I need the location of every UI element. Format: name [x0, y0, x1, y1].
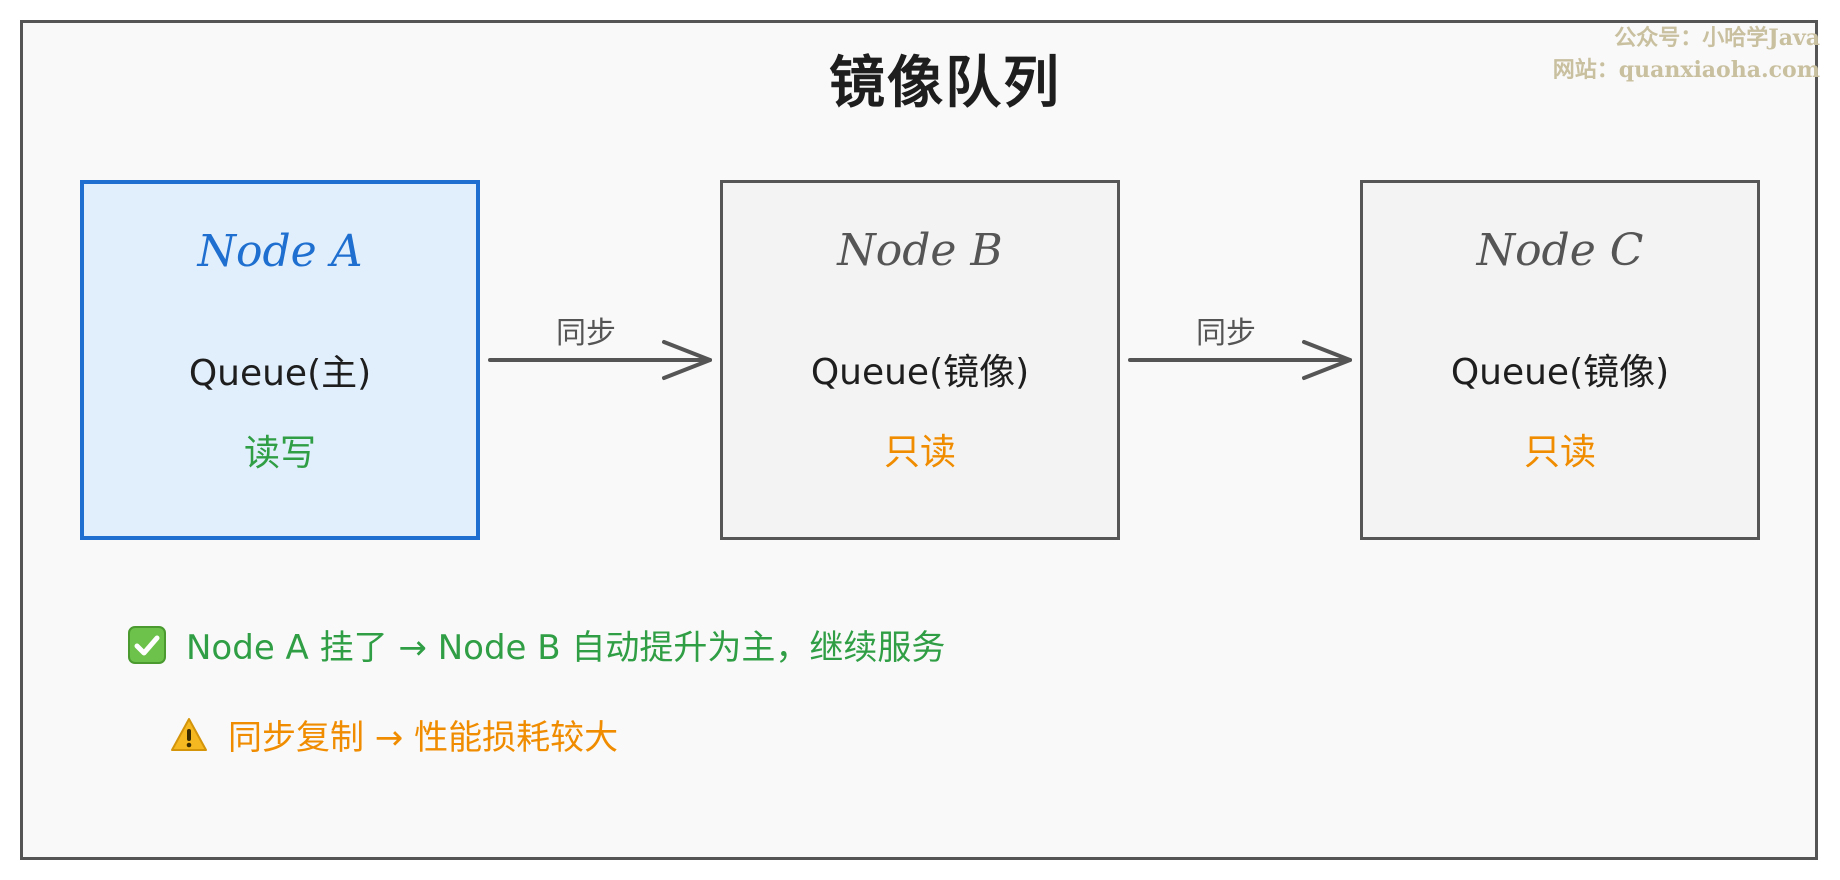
- note-failover-text: Node A 挂了 → Node B 自动提升为主，继续服务: [186, 628, 946, 668]
- node-b-name: Node B: [837, 225, 1003, 276]
- node-a-mode: 读写: [243, 433, 316, 474]
- note-failover: Node A 挂了 → Node B 自动提升为主，继续服务: [128, 620, 945, 669]
- note-performance-text: 同步复制 → 性能损耗较大: [228, 718, 619, 758]
- node-c-mode: 只读: [1523, 432, 1596, 473]
- edge-label-b-to-c: 同步: [1196, 316, 1256, 351]
- node-b-queue: Queue(镜像): [810, 352, 1030, 393]
- node-a-name: Node A: [197, 226, 363, 277]
- node-b-mode: 只读: [883, 432, 956, 473]
- check-icon: [128, 625, 166, 664]
- edge-label-a-to-b: 同步: [556, 316, 616, 351]
- node-c-box: Node C Queue(镜像) 只读: [1360, 180, 1760, 540]
- note-performance: 同步复制 → 性能损耗较大: [170, 710, 618, 759]
- node-b-box: Node B Queue(镜像) 只读: [720, 180, 1120, 540]
- node-a-queue: Queue(主): [188, 353, 372, 394]
- watermark-line-1: 公众号：小哈学Java: [1614, 25, 1820, 51]
- watermark: 公众号：小哈学Java 网站：quanxiaoha.com: [1553, 22, 1820, 86]
- watermark-line-2: 网站：quanxiaoha.com: [1552, 57, 1820, 83]
- diagram-title: 镜像队列: [829, 51, 1061, 116]
- warning-icon: [171, 717, 207, 751]
- node-a-box: Node A Queue(主) 读写: [80, 180, 480, 540]
- node-c-name: Node C: [1476, 225, 1644, 276]
- node-c-queue: Queue(镜像): [1450, 352, 1670, 393]
